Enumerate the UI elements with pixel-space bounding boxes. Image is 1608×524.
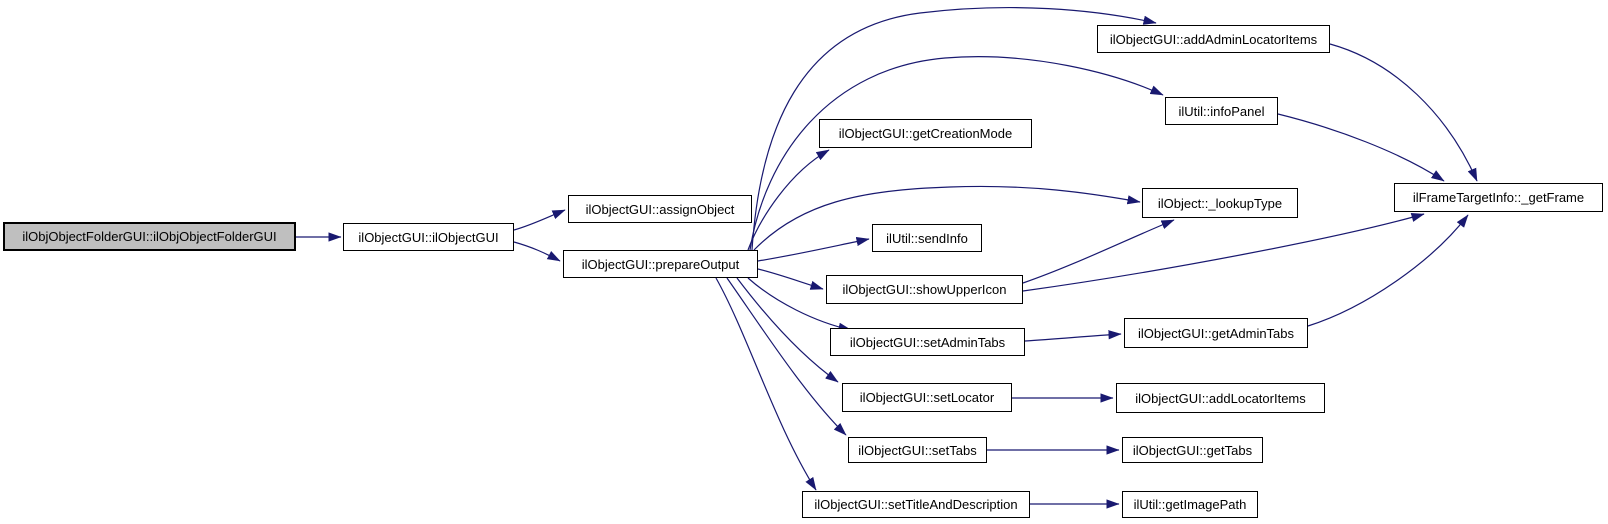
edge-prepareoutput-addadminlocatoritems: [751, 7, 1157, 251]
edge-prepareoutput-lookuptype: [753, 185, 1141, 251]
edge-prepareoutput-infopanel: [749, 56, 1164, 251]
edge-objectguictor-prepareoutput: [513, 241, 561, 262]
edge-showuppericon-getframe: [1022, 213, 1425, 292]
node-setAdminTabs[interactable]: ilObjectGUI::setAdminTabs: [830, 328, 1025, 356]
edge-objectguictor-assignobject: [513, 209, 566, 231]
edge-prepareoutput-settabs: [726, 277, 847, 436]
node-setTitleAndDescription[interactable]: ilObjectGUI::setTitleAndDescription: [802, 491, 1030, 518]
edge-addadminlocatoritems-getframe: [1329, 43, 1478, 182]
node-infoPanel[interactable]: ilUtil::infoPanel: [1165, 97, 1278, 125]
node-addLocatorItems[interactable]: ilObjectGUI::addLocatorItems: [1116, 383, 1325, 413]
edge-prepareoutput-setadmintabs: [747, 277, 852, 332]
edge-prepareoutput-settitleanddescription: [715, 277, 817, 491]
node-getAdminTabs[interactable]: ilObjectGUI::getAdminTabs: [1124, 318, 1308, 348]
node-prepareOutput[interactable]: ilObjectGUI::prepareOutput: [563, 250, 758, 278]
edge-showuppericon-lookuptype: [1022, 219, 1175, 284]
node-getTabs[interactable]: ilObjectGUI::getTabs: [1122, 437, 1263, 463]
edge-getadmintabs-getframe: [1307, 214, 1469, 327]
edge-setadmintabs-getadmintabs: [1024, 330, 1122, 342]
node-ilObjectGUI-ctor[interactable]: ilObjectGUI::ilObjectGUI: [343, 223, 514, 251]
edge-infopanel-getframe: [1277, 113, 1445, 182]
edge-prepareoutput-getcreationmode: [747, 149, 830, 251]
node-lookupType[interactable]: ilObject::_lookupType: [1142, 188, 1298, 218]
node-getImagePath[interactable]: ilUtil::getImagePath: [1122, 491, 1258, 518]
edge-prepareoutput-showuppericon: [757, 268, 824, 290]
edge-prepareoutput-setlocator: [736, 277, 839, 383]
node-setTabs[interactable]: ilObjectGUI::setTabs: [848, 437, 987, 463]
node-getCreationMode[interactable]: ilObjectGUI::getCreationMode: [819, 119, 1032, 148]
node-assignObject[interactable]: ilObjectGUI::assignObject: [568, 195, 752, 223]
edge-prepareoutput-sendinfo: [757, 236, 870, 262]
node-showUpperIcon[interactable]: ilObjectGUI::showUpperIcon: [826, 275, 1023, 304]
node-ilObjObjectFolderGUI-ctor: ilObjObjectFolderGUI::ilObjObjectFolderG…: [3, 222, 296, 251]
node-sendInfo[interactable]: ilUtil::sendInfo: [872, 224, 982, 252]
node-setLocator[interactable]: ilObjectGUI::setLocator: [842, 383, 1012, 412]
node-addAdminLocatorItems[interactable]: ilObjectGUI::addAdminLocatorItems: [1097, 25, 1330, 53]
node-getFrame[interactable]: ilFrameTargetInfo::_getFrame: [1394, 183, 1603, 212]
